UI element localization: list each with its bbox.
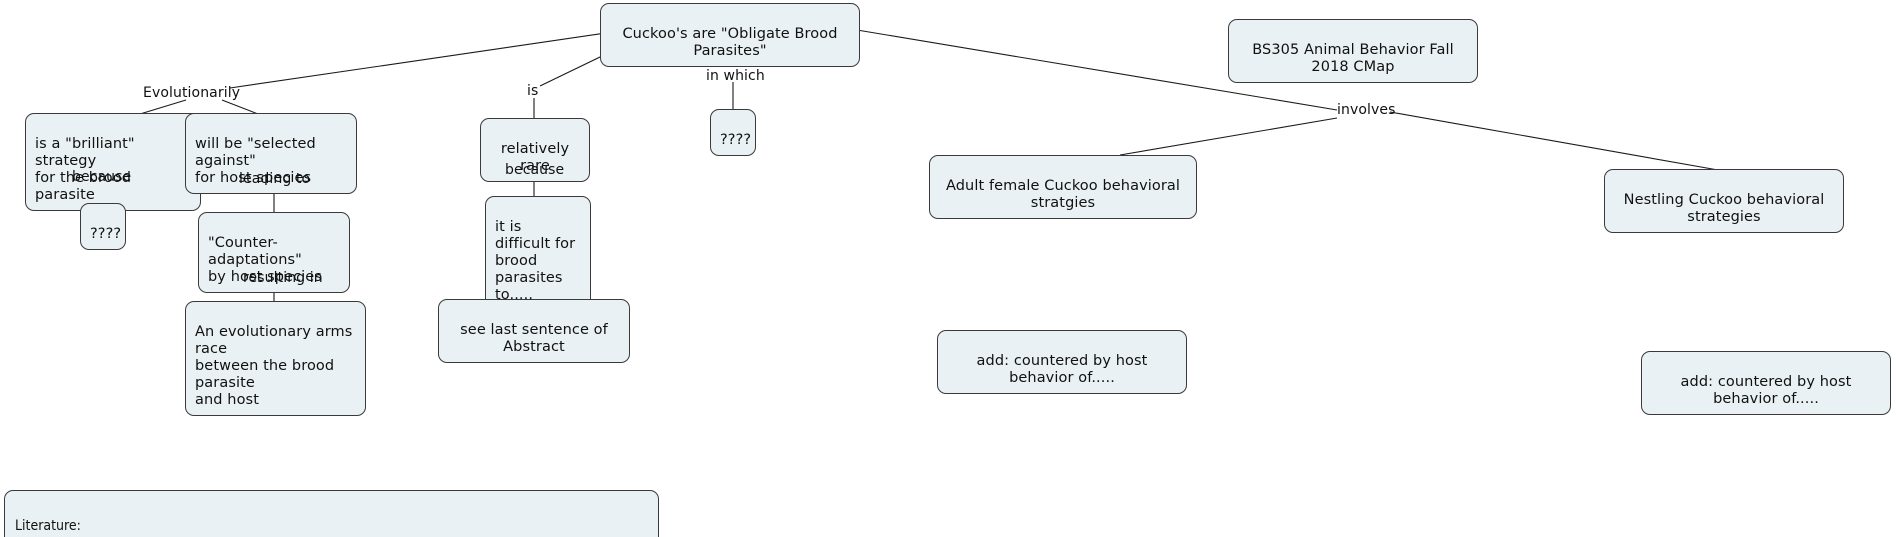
node-selected-against-label: will be "selected against" for host spec… <box>195 136 316 186</box>
link-label-evolutionarily[interactable]: Evolutionarily <box>143 85 240 101</box>
link-label-in-which-text: in which <box>706 68 765 84</box>
node-countered-by-host-right[interactable]: add: countered by host behavior of..... <box>1641 351 1891 415</box>
node-course-title[interactable]: BS305 Animal Behavior Fall 2018 CMap <box>1228 19 1478 83</box>
node-course-title-label: BS305 Animal Behavior Fall 2018 CMap <box>1252 42 1454 75</box>
node-adult-female-strategies[interactable]: Adult female Cuckoo behavioral stratgies <box>929 155 1197 219</box>
node-arms-race-label: An evolutionary arms race between the br… <box>195 324 353 408</box>
node-relatively-rare[interactable]: relatively rare <box>480 118 590 182</box>
link-label-is[interactable]: is <box>527 83 538 99</box>
node-nestling-strategies[interactable]: Nestling Cuckoo behavioral strategies <box>1604 169 1844 233</box>
link-label-because-left[interactable]: because <box>72 169 131 185</box>
node-difficult-for-parasites[interactable]: it is difficult for brood parasites to..… <box>485 196 591 311</box>
link-label-resulting-in[interactable]: resulting in <box>243 270 323 286</box>
node-countered-by-host-right-label: add: countered by host behavior of..... <box>1680 374 1852 407</box>
node-arms-race[interactable]: An evolutionary arms race between the br… <box>185 301 366 416</box>
link-label-leading-to[interactable]: leading to <box>239 171 310 187</box>
node-difficult-for-parasites-label: it is difficult for brood parasites to..… <box>495 219 576 303</box>
node-relatively-rare-label: relatively rare <box>500 141 570 174</box>
link-label-leading-to-text: leading to <box>239 171 311 187</box>
node-root[interactable]: Cuckoo's are "Obligate Brood Parasites" <box>600 3 860 67</box>
node-literature[interactable]: Literature: Literature: Davies, N. B. 20… <box>4 490 659 537</box>
node-unknown-middle[interactable]: ???? <box>710 109 756 156</box>
node-countered-by-host-left-label: add: countered by host behavior of..... <box>976 353 1148 386</box>
node-see-abstract-label: see last sentence of Abstract <box>460 322 608 355</box>
node-unknown-left[interactable]: ???? <box>80 203 126 250</box>
node-see-abstract[interactable]: see last sentence of Abstract <box>438 299 630 363</box>
node-brilliant-strategy-label: is a "brilliant" strategy for the brood … <box>35 136 135 203</box>
node-counter-adaptations[interactable]: "Counter-adaptations" by host species <box>198 212 350 293</box>
node-root-label: Cuckoo's are "Obligate Brood Parasites" <box>622 26 838 59</box>
link-label-in-which[interactable]: in which <box>706 68 765 84</box>
node-nestling-strategies-label: Nestling Cuckoo behavioral strategies <box>1623 192 1825 225</box>
node-unknown-middle-label: ???? <box>720 132 752 148</box>
node-counter-adaptations-label: "Counter-adaptations" by host species <box>208 235 322 285</box>
link-label-evolutionarily-text: Evolutionarily <box>143 85 241 101</box>
link-label-resulting-in-text: resulting in <box>243 270 323 286</box>
node-selected-against[interactable]: will be "selected against" for host spec… <box>185 113 357 194</box>
node-adult-female-strategies-label: Adult female Cuckoo behavioral stratgies <box>945 178 1181 211</box>
link-evolutionarily-to-selected <box>221 99 259 115</box>
node-literature-label: Literature: Literature: Davies, N. B. 20… <box>15 518 81 534</box>
link-label-because-left-text: because <box>72 169 132 185</box>
link-label-because-middle-text: because <box>505 162 565 178</box>
node-countered-by-host-left[interactable]: add: countered by host behavior of..... <box>937 330 1187 394</box>
link-label-involves[interactable]: involves <box>1337 102 1396 118</box>
link-label-because-middle[interactable]: because <box>505 162 564 178</box>
link-label-is-text: is <box>527 83 539 99</box>
link-root-to-evolutionarily <box>229 27 641 89</box>
link-label-involves-text: involves <box>1337 102 1396 118</box>
link-involves-to-nestling <box>1389 111 1719 171</box>
node-brilliant-strategy[interactable]: is a "brilliant" strategy for the brood … <box>25 113 201 211</box>
link-evolutionarily-to-brilliant <box>139 99 187 115</box>
link-involves-to-adultfemale <box>1119 117 1338 156</box>
node-unknown-left-label: ???? <box>90 226 122 242</box>
